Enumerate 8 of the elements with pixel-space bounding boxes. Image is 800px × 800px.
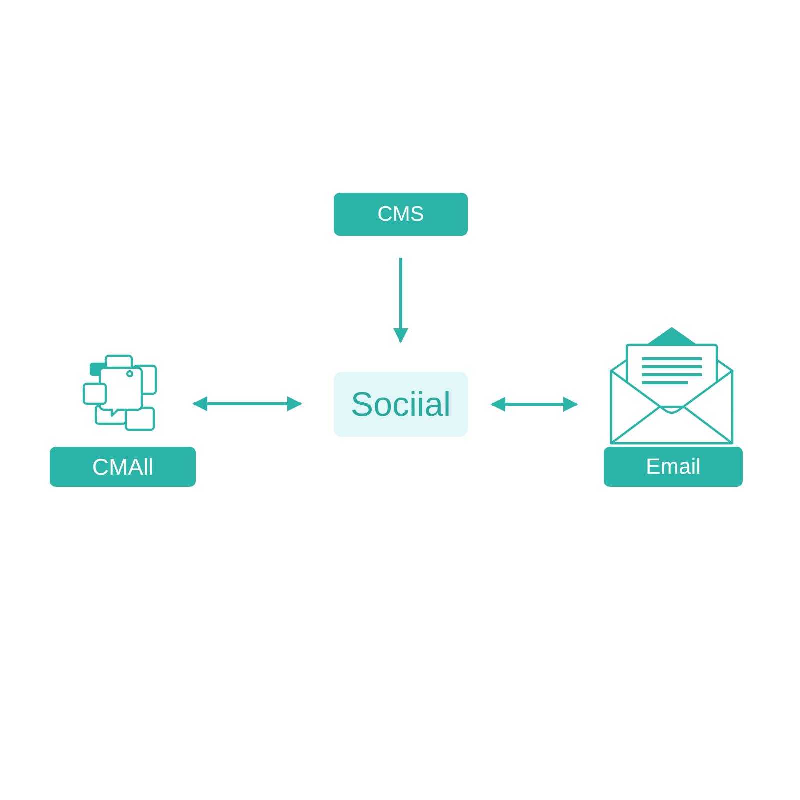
double-arrow <box>192 396 302 412</box>
double-arrow <box>490 397 578 412</box>
arrow <box>394 258 408 344</box>
label-box: Email <box>604 447 743 487</box>
envelope-letter-icon <box>610 327 734 445</box>
label-box: CMS <box>334 193 468 236</box>
label-box: CMAll <box>50 447 196 487</box>
hub-box: Sociial <box>334 372 468 437</box>
